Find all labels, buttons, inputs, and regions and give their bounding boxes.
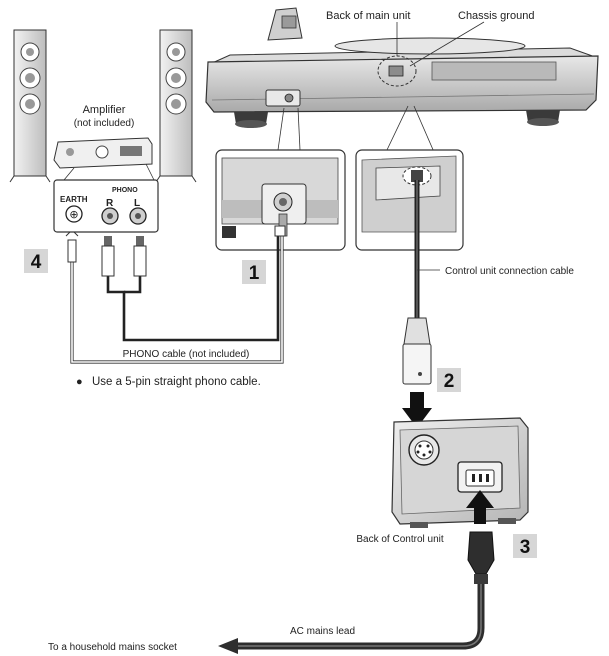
phono-label: PHONO xyxy=(112,187,138,194)
step-badge-3: 3 xyxy=(513,534,537,558)
phono-r-label: R xyxy=(106,198,114,209)
amplifier-not-included-label: (not included) xyxy=(74,118,135,129)
phono-cable xyxy=(65,225,286,364)
ac-mains-lead xyxy=(238,531,495,650)
phono-cable-label: PHONO cable (not included) xyxy=(123,349,250,360)
step-badge-4: 4 xyxy=(24,249,48,273)
back-of-main-unit-label: Back of main unit xyxy=(326,10,410,22)
turntable-main-unit xyxy=(205,7,599,128)
amp-terminal-panel: ⊕ xyxy=(53,179,159,233)
earth-terminal xyxy=(65,205,83,223)
step-badge-1: 1 xyxy=(242,260,266,284)
left-speaker xyxy=(9,29,51,183)
ac-mains-lead-label: AC mains lead xyxy=(290,626,355,637)
inset-control-unit-socket xyxy=(355,149,464,251)
inset-phono-socket xyxy=(215,149,346,251)
right-speaker xyxy=(155,29,197,183)
arrow-up-icon xyxy=(466,490,494,524)
control-unit-cable xyxy=(402,180,440,385)
note-bullet: ● xyxy=(76,376,83,388)
back-of-control-unit-label: Back of Control unit xyxy=(356,534,443,545)
svg-text:2: 2 xyxy=(444,371,455,392)
earth-label: EARTH xyxy=(60,195,88,204)
control-unit xyxy=(391,417,529,528)
amplifier xyxy=(53,137,153,169)
svg-text:1: 1 xyxy=(249,263,260,284)
svg-text:4: 4 xyxy=(31,252,42,273)
arrow-left-icon xyxy=(218,638,238,654)
leader-chassis-ground xyxy=(409,21,485,67)
phono-l-label: L xyxy=(134,198,140,209)
svg-text:3: 3 xyxy=(520,537,531,558)
household-socket-label: To a household mains socket xyxy=(48,642,177,653)
chassis-ground-label: Chassis ground xyxy=(458,10,534,22)
plus-icon: ⊕ xyxy=(69,209,78,221)
control-unit-cable-label: Control unit connection cable xyxy=(445,266,574,277)
step-badge-2: 2 xyxy=(437,368,461,392)
arrow-down-icon xyxy=(402,392,432,428)
amplifier-label: Amplifier xyxy=(83,104,126,116)
note-text: Use a 5-pin straight phono cable. xyxy=(92,376,261,388)
